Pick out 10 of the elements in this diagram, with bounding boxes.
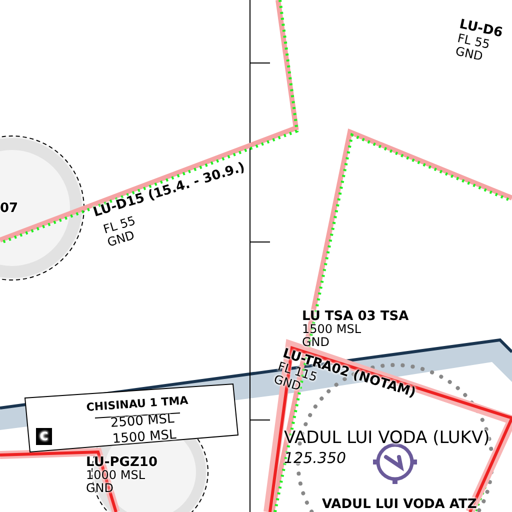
radio-frequency: 125.350 bbox=[284, 451, 346, 466]
area-name: CHISINAU 1 TMA bbox=[86, 394, 188, 413]
upper-limit: 2500 MSL bbox=[110, 412, 175, 430]
area-name: 07 bbox=[0, 202, 18, 215]
lower-limit: 1500 MSL bbox=[112, 428, 177, 446]
lower-limit: GND bbox=[302, 336, 330, 348]
upper-limit: 1500 MSL bbox=[302, 323, 362, 335]
class-badge: C bbox=[36, 428, 52, 445]
area-name: LU TSA 03 TSA bbox=[302, 310, 409, 323]
aerodrome-name: VADUL LUI VODA (LUKV) bbox=[284, 430, 490, 447]
